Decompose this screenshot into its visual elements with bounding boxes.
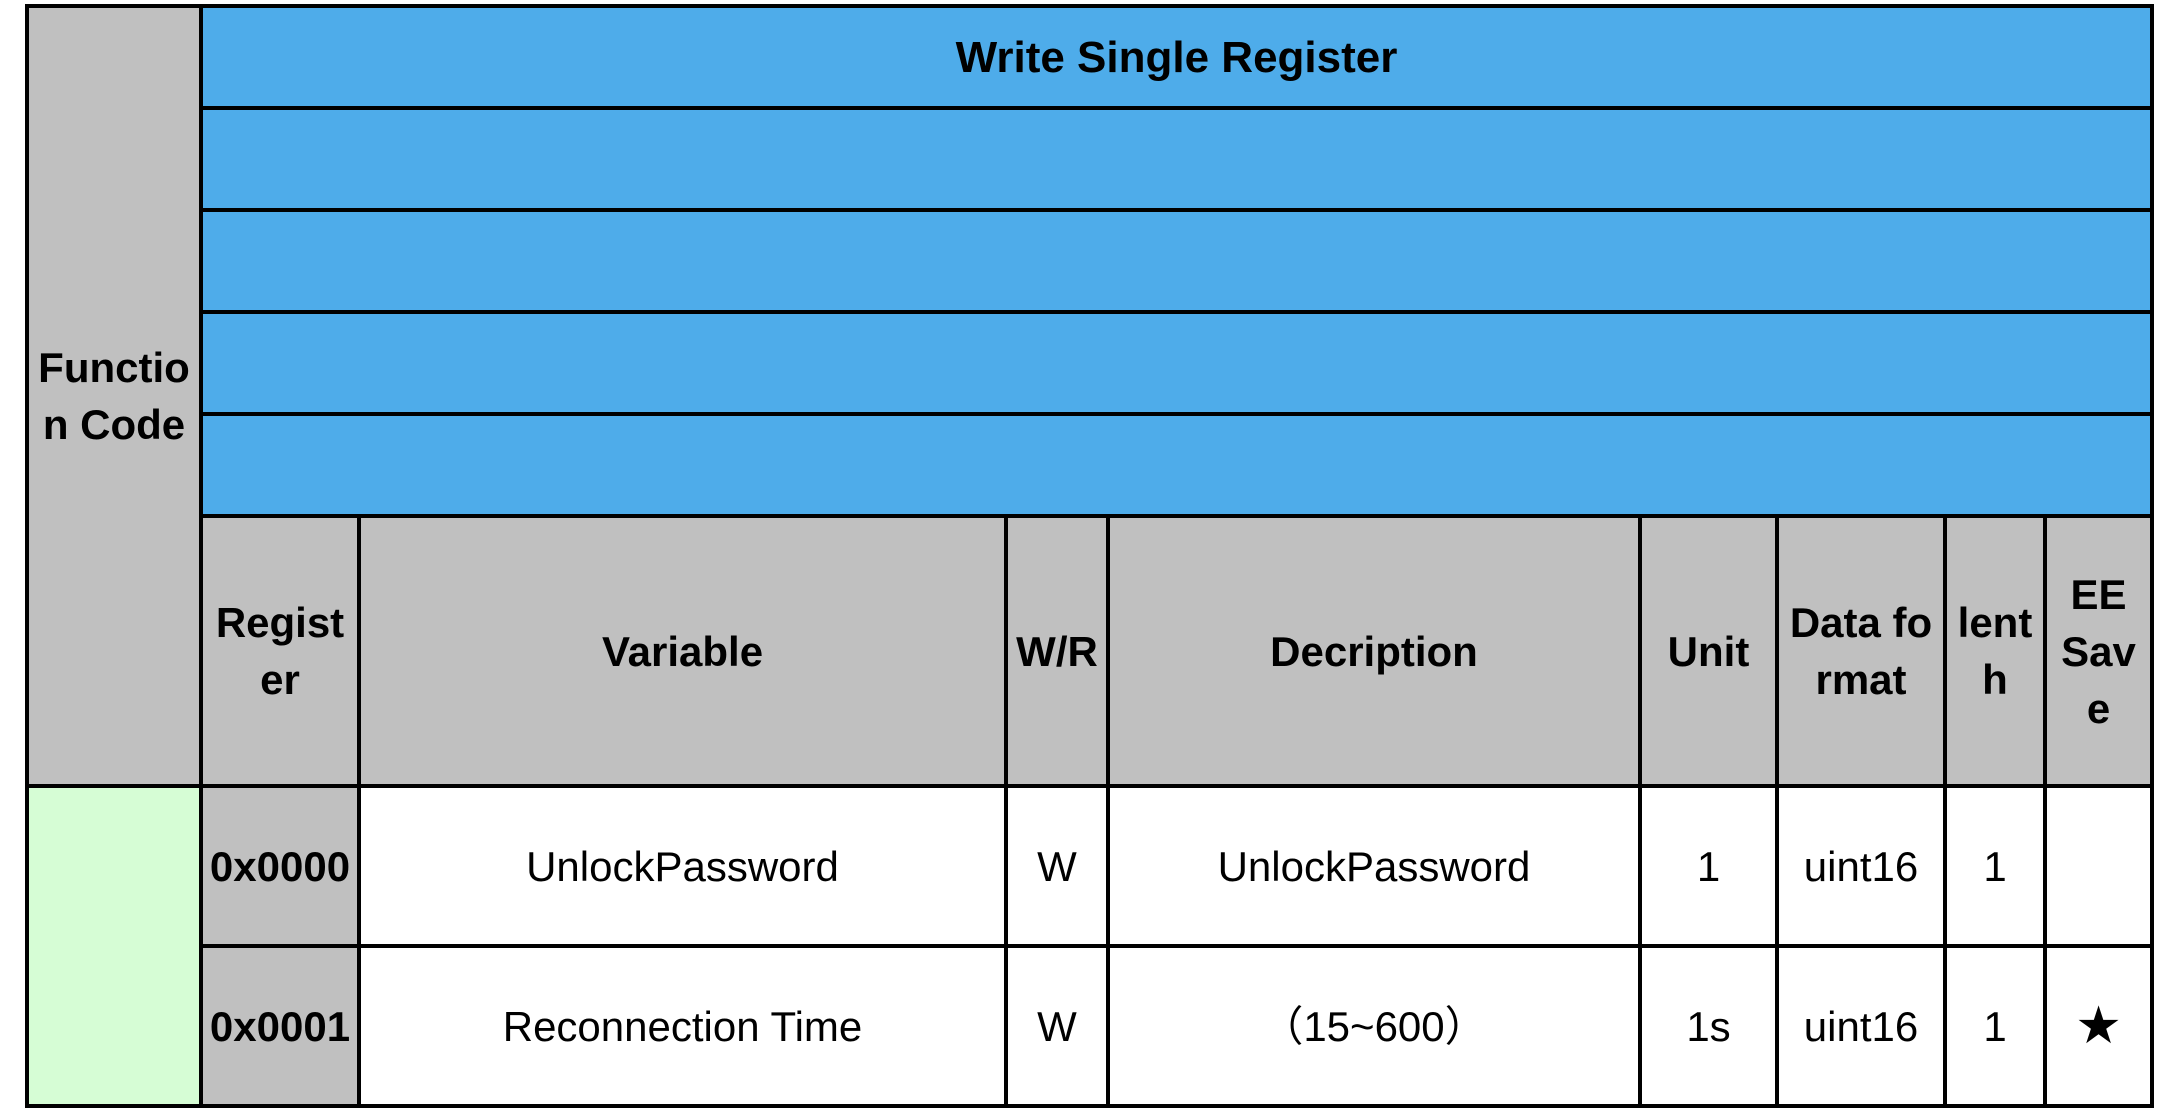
description-cell: （15~600） — [1106, 944, 1642, 1108]
column-header-unit: Unit — [1638, 514, 1779, 788]
column-header-variable: Variable — [357, 514, 1008, 788]
unit-cell: 1 — [1638, 784, 1779, 948]
function-code-cell — [25, 784, 203, 1108]
blue-spacer-row — [199, 106, 2154, 212]
format-cell: uint16 — [1775, 784, 1947, 948]
column-header-register: Register — [199, 514, 361, 788]
blue-spacer-row — [199, 412, 2154, 518]
table-title: Write Single Register — [199, 4, 2154, 110]
variable-cell: Reconnection Time — [357, 944, 1008, 1108]
register-cell: 0x0000 — [199, 784, 361, 948]
column-header-ee-save: EE Save — [2043, 514, 2154, 788]
table-row: 0x0001 Reconnection Time W （15~600） 1s u… — [27, 944, 2154, 1108]
unit-cell: 1s — [1638, 944, 1779, 1108]
blue-spacer-row — [199, 208, 2154, 314]
function-code-header: Function Code — [25, 4, 203, 788]
column-header-length: lenth — [1943, 514, 2047, 788]
register-cell: 0x0001 — [199, 944, 361, 1108]
length-cell: 1 — [1943, 784, 2047, 948]
column-header-data-format: Data format — [1775, 514, 1947, 788]
format-cell: uint16 — [1775, 944, 1947, 1108]
description-cell: UnlockPassword — [1106, 784, 1642, 948]
length-cell: 1 — [1943, 944, 2047, 1108]
table-row: 0x0000 UnlockPassword W UnlockPassword 1… — [25, 784, 2154, 1108]
column-header-wr: W/R — [1004, 514, 1110, 788]
star-icon: ★ — [2043, 944, 2154, 1108]
register-table: Function Code Write Single Register Regi… — [25, 4, 2154, 1108]
wr-cell: W — [1004, 944, 1110, 1108]
ee-save-cell — [2043, 784, 2154, 948]
wr-cell: W — [1004, 784, 1110, 948]
column-header-description: Decription — [1106, 514, 1642, 788]
blue-spacer-row — [199, 310, 2154, 416]
variable-cell: UnlockPassword — [357, 784, 1008, 948]
